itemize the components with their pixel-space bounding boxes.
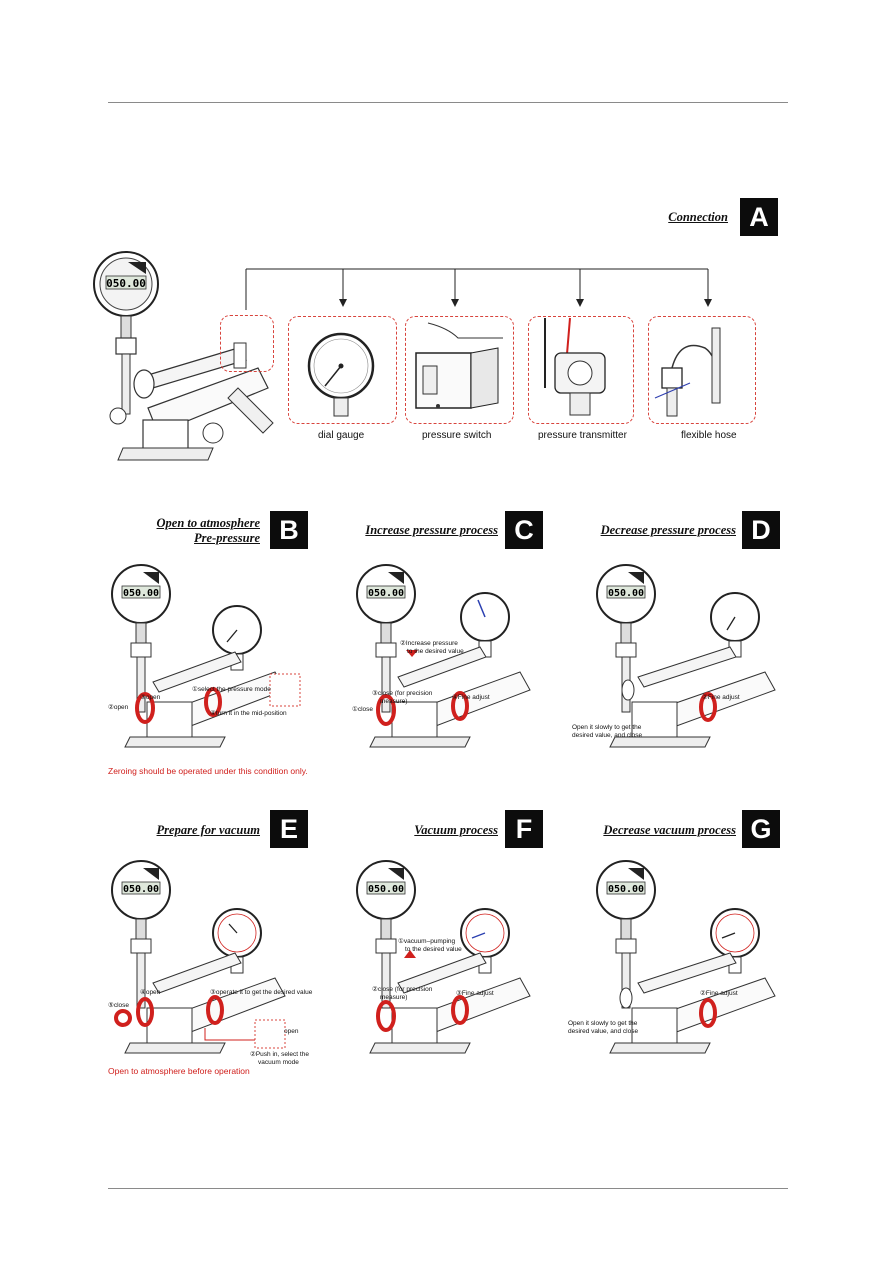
section-f-title: Vacuum process: [414, 823, 498, 837]
section-f-badge: F: [505, 810, 543, 848]
target-box-pressure-transmitter: [528, 316, 634, 424]
target-box-flexible-hose: [648, 316, 756, 424]
flexible-hose-icon: [654, 327, 721, 417]
target-box-pressure-switch: [405, 316, 514, 424]
section-c-badge: C: [505, 511, 543, 549]
pump-illustration-e: 050.00: [111, 860, 286, 1054]
section-a-title: Connection: [668, 210, 728, 224]
callout-c-increase-2: to the desired value: [407, 648, 464, 655]
pressure-switch-icon: [415, 322, 503, 409]
target-label-pressure-switch: pressure switch: [422, 430, 492, 441]
connector-highlight: [220, 315, 274, 372]
callout-e-operate: ③operate it to get the desired value: [210, 989, 313, 996]
target-label-pressure-transmitter: pressure transmitter: [538, 430, 627, 441]
callout-c-fine: ④Fine adjust: [452, 694, 490, 701]
callout-f-fine: ③Fine adjust: [456, 990, 494, 997]
callout-d-open-1: Open it slowly to get the: [572, 724, 642, 731]
pump-illustration-g: 050.00: [596, 860, 776, 1054]
callout-e-close5: ⑤close: [108, 1002, 130, 1009]
callout-c-increase-1: ②Increase pressure: [400, 640, 458, 647]
section-b-badge: B: [270, 511, 308, 549]
callout-b-open3: ③open: [140, 694, 161, 701]
callout-e-open4: ④open: [140, 989, 161, 996]
section-c-title: Increase pressure process: [365, 523, 498, 537]
header-rule: [108, 102, 788, 103]
note-b: Zeroing should be operated under this co…: [108, 766, 308, 776]
callout-c-close1: ①close: [352, 706, 374, 713]
callout-f-close-2: measure): [380, 994, 408, 1001]
dial-gauge-icon: [307, 332, 375, 417]
pump-illustration-b: 050.00: [111, 564, 301, 748]
callout-c-close-precision-2: measure): [380, 698, 408, 705]
section-a-badge: A: [740, 198, 778, 236]
display-a: 050.00: [106, 277, 146, 290]
pressure-transmitter-icon: [544, 317, 606, 416]
section-g-title: Decrease vacuum process: [603, 823, 736, 837]
display-d: 050.00: [608, 588, 644, 599]
section-b-title-line2: Pre-pressure: [194, 531, 260, 545]
callout-e-push-1: ②Push in, select the: [250, 1051, 309, 1058]
callout-d-open-2: desired value, and close: [572, 732, 643, 739]
display-b: 050.00: [123, 588, 159, 599]
pump-illustration-c: 050.00: [356, 564, 531, 748]
pump-illustration-a: 050.00: [93, 251, 274, 461]
callout-g-fine: ②Fine adjust: [700, 990, 738, 997]
target-box-dial-gauge: [288, 316, 397, 424]
footer-rule: [108, 1188, 788, 1189]
callout-c-close-precision-1: ③close (for precision: [372, 690, 433, 697]
note-e: Open to atmosphere before operation: [108, 1066, 250, 1076]
target-label-flexible-hose: flexible hose: [681, 430, 737, 441]
callout-g-open-2: desired value, and close: [568, 1028, 639, 1035]
callout-g-open-1: Open it slowly to get the: [568, 1020, 638, 1027]
callout-f-vac-1: ①vacuum–pumping: [398, 938, 456, 945]
callout-e-push-2: vacuum mode: [258, 1059, 299, 1066]
callout-b-open2: ②open: [108, 704, 129, 711]
section-d-title: Decrease pressure process: [600, 523, 736, 537]
callout-b-turn: ④turn it in the mid-position: [210, 710, 287, 717]
section-b-title-line1: Open to atmosphere: [156, 516, 260, 530]
display-c: 050.00: [368, 588, 404, 599]
callout-f-close-1: ②close (for precision: [372, 986, 433, 993]
section-d-badge: D: [742, 511, 780, 549]
callout-d-fine: ②Fine adjust: [702, 694, 740, 701]
distribution-lines: [245, 268, 712, 310]
callout-b-select: ①select the pressure mode: [192, 686, 271, 693]
section-e-title: Prepare for vacuum: [156, 823, 260, 837]
callout-f-vac-2: to the desired value: [405, 946, 462, 953]
section-g-badge: G: [742, 810, 780, 848]
display-f: 050.00: [368, 884, 404, 895]
target-label-dial-gauge: dial gauge: [318, 430, 365, 441]
display-e: 050.00: [123, 884, 159, 895]
callout-e-open-small: open: [284, 1028, 299, 1035]
pump-illustration-d: 050.00: [596, 564, 776, 748]
section-e-badge: E: [270, 810, 308, 848]
pump-illustration-f: 050.00: [356, 860, 531, 1054]
display-g: 050.00: [608, 884, 644, 895]
